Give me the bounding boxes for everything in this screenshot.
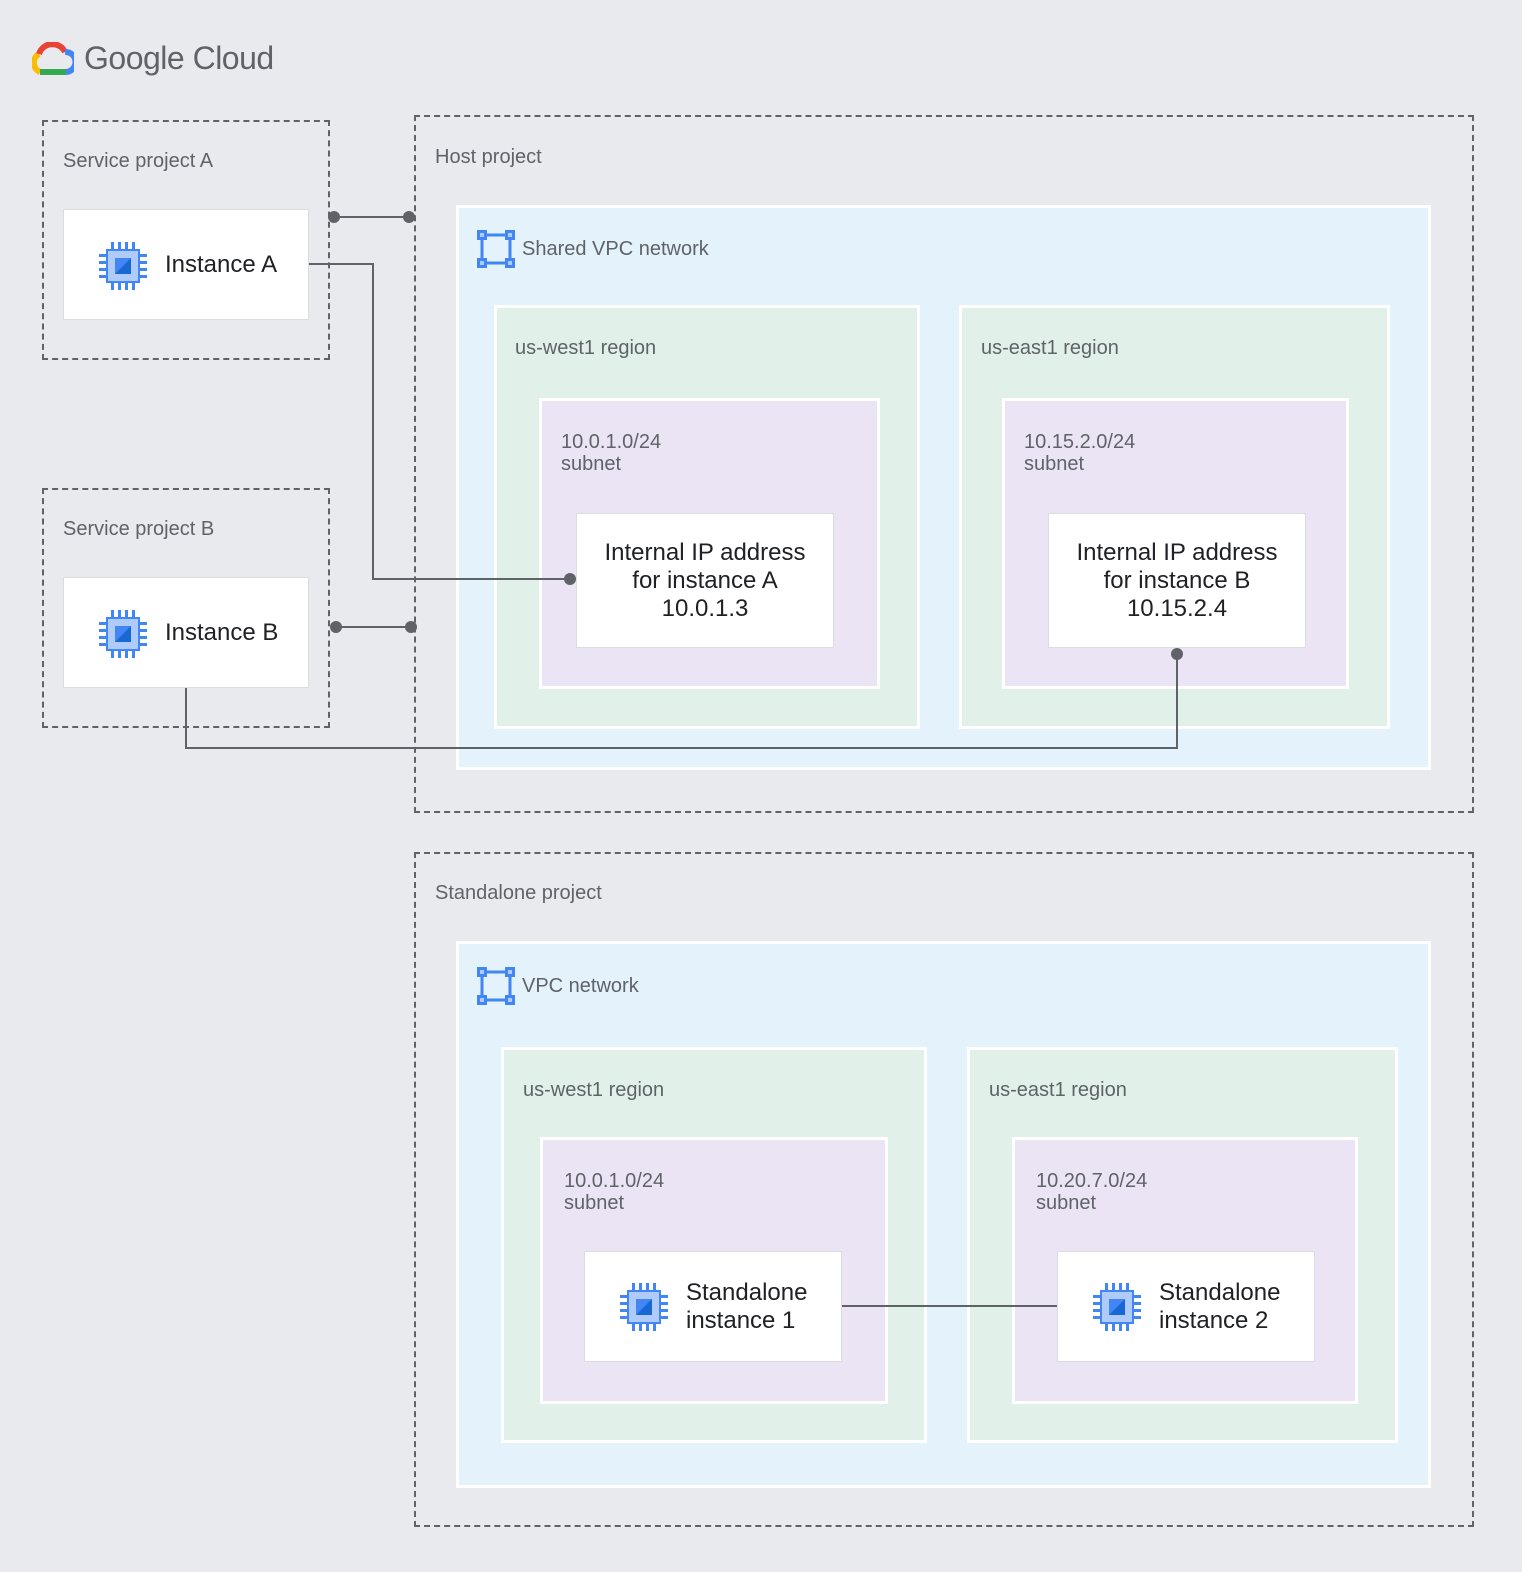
brand-name: Google Cloud [84,40,274,76]
subnet-label: subnet [564,1192,625,1214]
vpc-network-label: VPC network [522,975,639,997]
subnet-cidr: 10.0.1.0/24 [561,431,662,453]
instance-a-ip-connector [309,263,570,580]
host-project-label: Host project [435,146,542,168]
instance-label-line-1: Standalone [1159,1279,1281,1306]
compute-engine-icon [97,608,149,660]
ip-line-1: Internal IP address [604,539,806,566]
subnet-cidr: 10.15.2.0/24 [1024,431,1136,453]
subnet-label: subnet [561,453,622,475]
instance-b-ip-connector [185,654,1178,749]
standalone-project: Standalone project [414,852,1474,1527]
ip-line-2: for instance A [632,567,778,594]
compute-engine-icon [1091,1281,1143,1333]
ip-line-1: Internal IP address [1076,539,1278,566]
instance-label-line-2: instance 2 [1159,1307,1269,1334]
standalone-instance-2-card[interactable]: Standalone instance 2 [1057,1251,1315,1362]
connector-dot [403,211,415,223]
service-project-a-label: Service project A [63,150,214,172]
subnet-cidr: 10.0.1.0/24 [564,1170,665,1192]
subnet-cidr: 10.20.7.0/24 [1036,1170,1148,1192]
host-project: Host project [414,115,1474,813]
service-project-b-label: Service project B [63,518,215,540]
compute-engine-icon [618,1281,670,1333]
subnet-label: subnet [1024,453,1085,475]
google-cloud-logo [32,42,272,82]
connector-dot [330,621,342,633]
vpc-network-icon [476,966,516,1006]
region-label: us-east1 region [989,1079,1127,1101]
instance-label-line-2: instance 1 [686,1307,796,1334]
instance-label-line-1: Standalone [686,1279,808,1306]
internal-ip-instance-a[interactable]: Internal IP address for instance A 10.0.… [576,513,834,648]
service-project-a: Service project A [42,120,330,360]
instance-b-card[interactable]: Instance B [63,577,309,688]
instance-a-card[interactable]: Instance A [63,209,309,320]
ip-line-2: for instance B [1103,567,1251,594]
subnet-label: subnet [1036,1192,1097,1214]
instance-b-label: Instance B [165,619,279,646]
connector-dot [405,621,417,633]
internal-ip-instance-b[interactable]: Internal IP address for instance B 10.15… [1048,513,1306,648]
connector-dot [1171,648,1183,660]
region-label: us-west1 region [515,337,657,359]
vpc-network-icon [476,229,516,269]
connector-dot [564,573,576,585]
ip-address: 10.15.2.4 [1126,595,1228,622]
instance-a-label: Instance A [165,251,278,278]
google-cloud-logo-icon [32,42,74,75]
compute-engine-icon [97,240,149,292]
connector-dot [328,211,340,223]
standalone-instance-1-card[interactable]: Standalone instance 1 [584,1251,842,1362]
region-label: us-east1 region [981,337,1119,359]
standalone-project-label: Standalone project [435,882,602,904]
shared-vpc-network-label: Shared VPC network [522,238,709,260]
ip-address: 10.0.1.3 [661,595,749,622]
region-label: us-west1 region [523,1079,665,1101]
